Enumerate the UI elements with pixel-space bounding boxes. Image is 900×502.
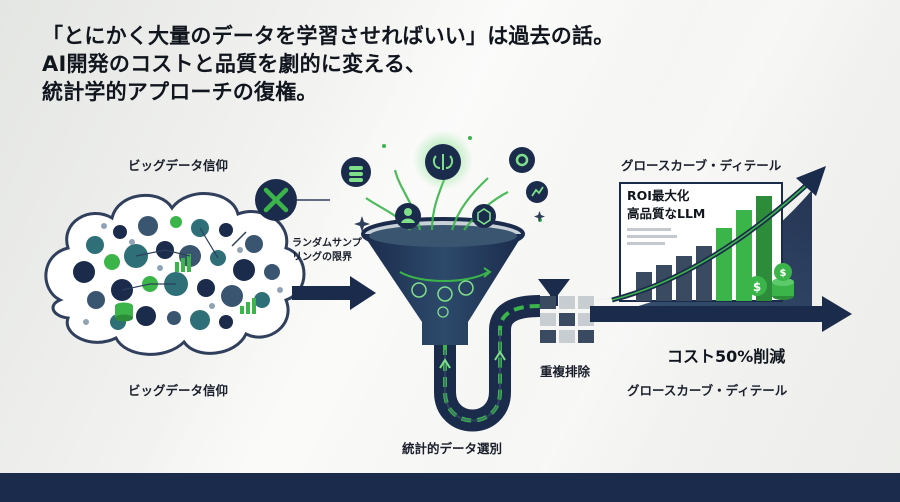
chart-float-icon (526, 181, 548, 203)
dedup-blocks (540, 296, 594, 343)
pipe (434, 295, 541, 432)
sampling-limit-label: ランダムサンプ リングの限界 (292, 237, 362, 265)
database-float-icon (341, 157, 371, 187)
cube-float-icon (472, 204, 496, 228)
headline-line-3: 統計学的アプローチの復権。 (42, 80, 318, 104)
dedup-filter-icon (538, 279, 570, 306)
person-float-icon (395, 203, 421, 229)
svg-text:$: $ (780, 268, 787, 279)
svg-text:$: $ (753, 280, 761, 294)
main-arrow-right (590, 296, 852, 332)
right-bottom-label: グロースカーブ・ディテール (627, 383, 788, 398)
network-lines (121, 227, 219, 291)
growth-arrow (611, 166, 826, 303)
left-bottom-label: ビッグデータ信仰 (128, 383, 229, 398)
roi-line-2: 高品質なLLM (627, 206, 706, 221)
roi-line-1: ROI最大化 (627, 188, 690, 203)
database-icon (115, 302, 133, 322)
right-top-label: グロースカーブ・ディテール (621, 158, 782, 173)
coin-stack-icon: $ $ (747, 263, 794, 300)
left-top-label: ビッグデータ信仰 (128, 158, 229, 173)
headline: 「とにかく大量のデータを学習させればいい」は過去の話。 AI開発のコストと品質を… (42, 22, 614, 106)
headline-line-2: AI開発のコストと品質を劇的に変える、 (42, 52, 427, 76)
x-warning-icon (231, 179, 330, 247)
headline-line-1: 「とにかく大量のデータを学習させればいい」は過去の話。 (42, 24, 615, 48)
arrow-to-funnel (292, 276, 376, 310)
roi-label: ROI最大化 高品質なLLM (627, 187, 705, 223)
cost-reduction-label: コスト50%削減 (667, 347, 786, 366)
brain-icon (413, 130, 473, 190)
sampling-limit-line-1: ランダムサンプ (292, 238, 362, 249)
dedup-label: 重複排除 (540, 364, 591, 379)
big-data-cloud (44, 192, 306, 356)
center-bottom-label: 統計的データ選別 (402, 441, 503, 456)
sampling-limit-line-2: リングの限界 (292, 252, 352, 263)
cloud-bar-icons (175, 254, 256, 314)
gear-float-icon (509, 147, 535, 173)
sparkles (354, 136, 545, 232)
bottom-band (0, 473, 900, 502)
